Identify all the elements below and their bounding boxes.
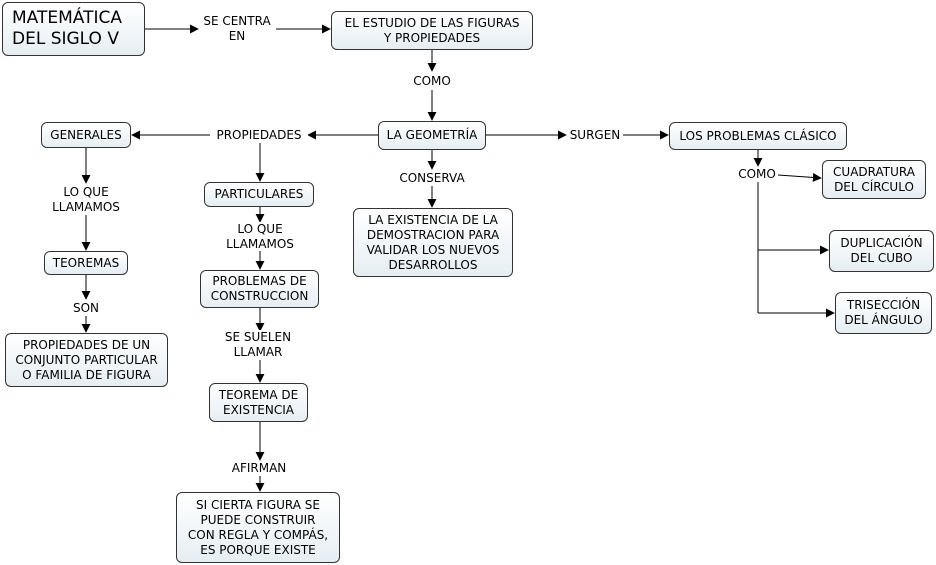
node-particulares[interactable]: PARTICULARES	[204, 182, 314, 207]
node-problemas-construccion[interactable]: PROBLEMAS DE CONSTRUCCION	[200, 270, 319, 308]
link-lo-que-llamamos-2: LO QUE LLAMAMOS	[222, 222, 298, 251]
link-se-centra-en: SE CENTRA EN	[199, 14, 275, 44]
node-duplicacion-cubo[interactable]: DUPLICACIÓN DEL CUBO	[829, 230, 934, 272]
node-triseccion-angulo[interactable]: TRISECCIÓN DEL ÁNGULO	[835, 292, 932, 334]
node-cuadratura-circulo[interactable]: CUADRATURA DEL CÍRCULO	[822, 160, 926, 199]
link-afirman: AFIRMAN	[226, 461, 292, 476]
link-surgen: SURGEN	[567, 127, 623, 143]
node-existencia-demostracion[interactable]: LA EXISTENCIA DE LA DEMOSTRACION PARA VA…	[353, 208, 513, 277]
node-generales[interactable]: GENERALES	[41, 122, 131, 148]
link-como-2: COMO	[736, 167, 778, 182]
node-teorema-existencia[interactable]: TEOREMA DE EXISTENCIA	[209, 383, 308, 422]
link-son: SON	[68, 300, 104, 316]
link-se-suelen-llamar: SE SUELEN LLAMAR	[218, 330, 298, 360]
node-propiedades-conjunto[interactable]: PROPIEDADES DE UN CONJUNTO PARTICULAR O …	[5, 333, 168, 387]
node-teoremas[interactable]: TEOREMAS	[44, 251, 128, 275]
title-node[interactable]: MATEMÁTICA DEL SIGLO V	[2, 2, 145, 56]
node-si-cierta-figura[interactable]: SI CIERTA FIGURA SE PUEDE CONSTRUIR CON …	[176, 492, 340, 563]
node-problemas-clasico[interactable]: LOS PROBLEMAS CLÁSICO	[669, 122, 847, 150]
node-la-geometria[interactable]: LA GEOMETRÍA	[378, 121, 486, 150]
link-como-1: COMO	[408, 73, 456, 90]
line-como-to-cuadratura	[777, 172, 822, 182]
link-propiedades: PROPIEDADES	[210, 127, 308, 143]
link-conserva: CONSERVA	[394, 170, 470, 186]
link-lo-que-llamamos-1: LO QUE LLAMAMOS	[46, 184, 126, 215]
node-estudio-figuras[interactable]: EL ESTUDIO DE LAS FIGURAS Y PROPIEDADES	[331, 11, 533, 50]
